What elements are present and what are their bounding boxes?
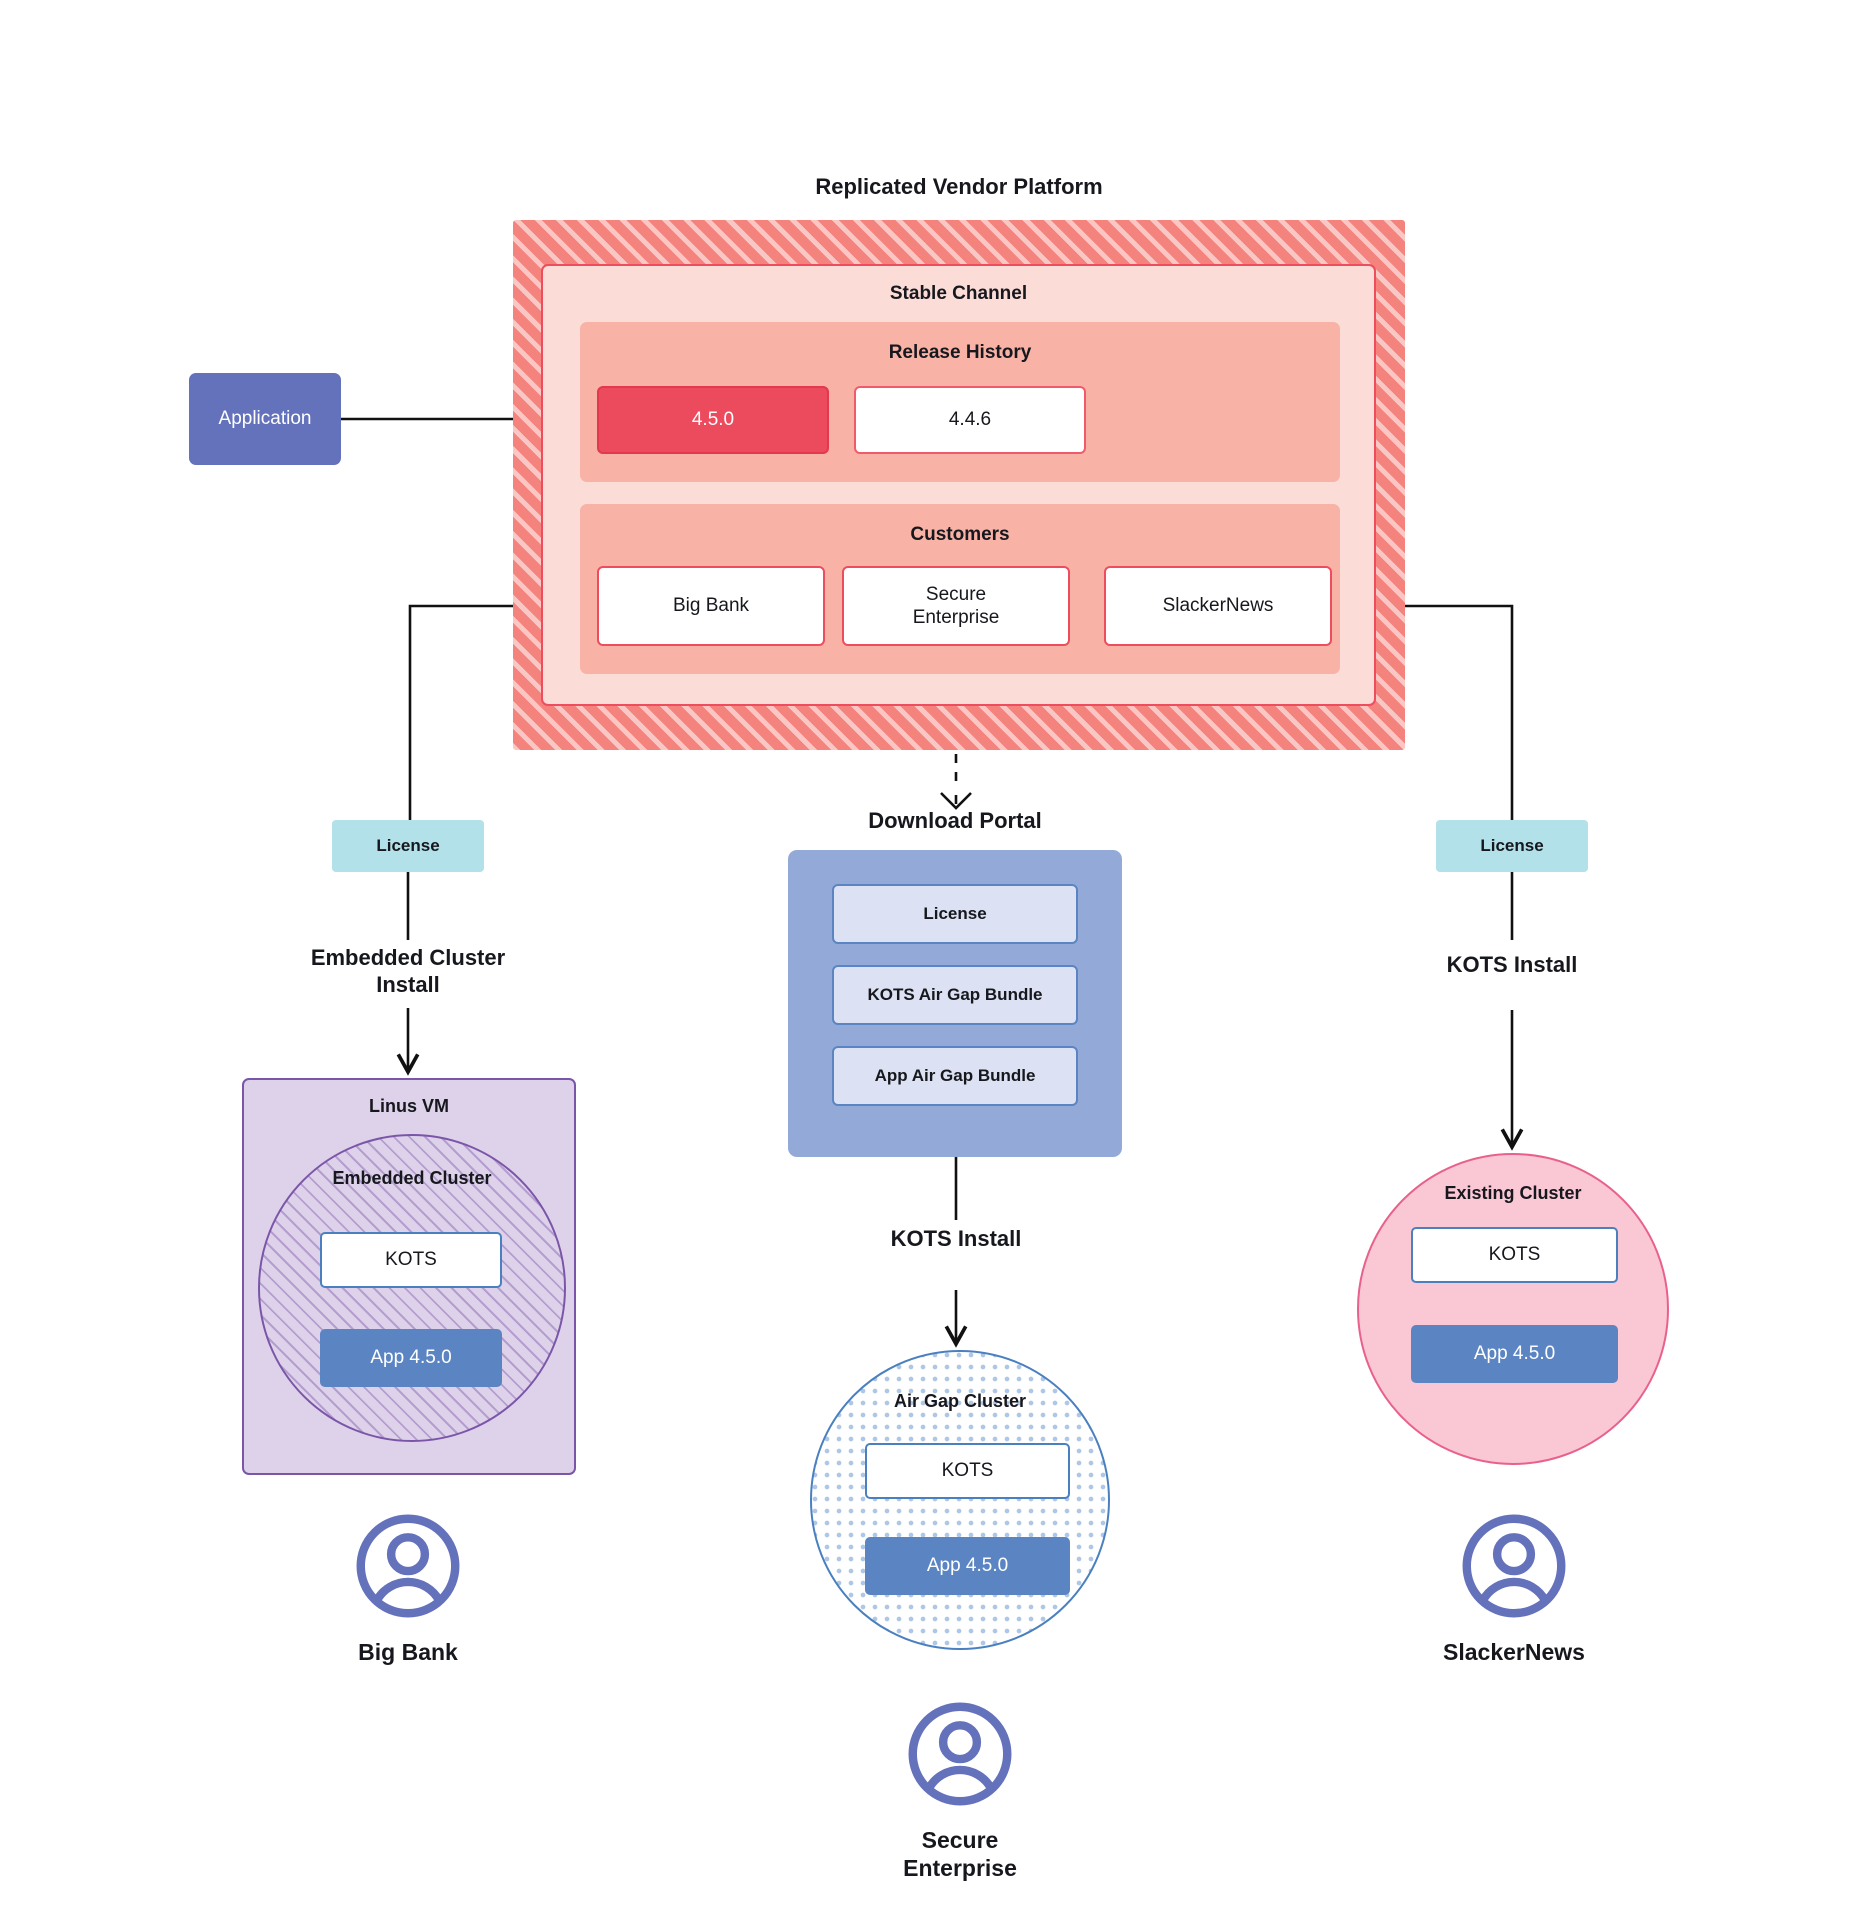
air-gap-app-box[interactable]: App 4.5.0 (865, 1537, 1070, 1595)
edge-label-embedded-cluster-install: Embedded Cluster Install (310, 945, 506, 997)
existing-kots-box[interactable]: KOTS (1411, 1227, 1618, 1283)
air-gap-cluster-label: Air Gap Cluster (893, 1391, 1027, 1412)
existing-cluster-label: Existing Cluster (1444, 1183, 1582, 1204)
customers-label: Customers (910, 524, 1010, 546)
embedded-cluster-label: Embedded Cluster (332, 1168, 492, 1189)
release-item-4-5-0[interactable]: 4.5.0 (597, 386, 829, 454)
portal-item-kots-air-gap-bundle[interactable]: KOTS Air Gap Bundle (832, 965, 1078, 1025)
release-history-label: Release History (888, 342, 1032, 364)
persona-slackernews (1460, 1512, 1568, 1625)
embedded-cluster-circle (258, 1134, 566, 1442)
edge-label-kots-install-right: KOTS Install (1446, 951, 1578, 977)
user-circle-icon (356, 1514, 460, 1618)
embedded-kots-box[interactable]: KOTS (320, 1232, 502, 1288)
existing-cluster-circle (1357, 1153, 1669, 1465)
user-circle-icon (1462, 1514, 1566, 1618)
persona-label-secure-enterprise: Secure Enterprise (903, 1826, 1017, 1881)
persona-label-slackernews: SlackerNews (1443, 1638, 1585, 1665)
air-gap-cluster-circle (810, 1350, 1110, 1650)
customer-big-bank[interactable]: Big Bank (597, 566, 825, 646)
diagram-title: Replicated Vendor Platform (815, 173, 1103, 199)
embedded-app-box[interactable]: App 4.5.0 (320, 1329, 502, 1387)
linux-vm-label: Linus VM (369, 1096, 449, 1117)
existing-app-box[interactable]: App 4.5.0 (1411, 1325, 1618, 1383)
license-chip-right[interactable]: License (1436, 820, 1588, 872)
customer-slackernews[interactable]: SlackerNews (1104, 566, 1332, 646)
release-item-4-4-6[interactable]: 4.4.6 (854, 386, 1086, 454)
persona-label-big-bank: Big Bank (358, 1638, 458, 1665)
user-circle-icon (908, 1702, 1012, 1806)
download-portal-title: Download Portal (868, 807, 1042, 833)
persona-big-bank (354, 1512, 462, 1625)
persona-secure-enterprise (906, 1700, 1014, 1813)
edge-label-kots-install-center: KOTS Install (890, 1225, 1022, 1251)
license-chip-left[interactable]: License (332, 820, 484, 872)
stable-channel-label: Stable Channel (889, 283, 1028, 305)
portal-item-app-air-gap-bundle[interactable]: App Air Gap Bundle (832, 1046, 1078, 1106)
application-box[interactable]: Application (189, 373, 341, 465)
air-gap-kots-box[interactable]: KOTS (865, 1443, 1070, 1499)
portal-item-license[interactable]: License (832, 884, 1078, 944)
customer-secure-enterprise[interactable]: Secure Enterprise (842, 566, 1070, 646)
